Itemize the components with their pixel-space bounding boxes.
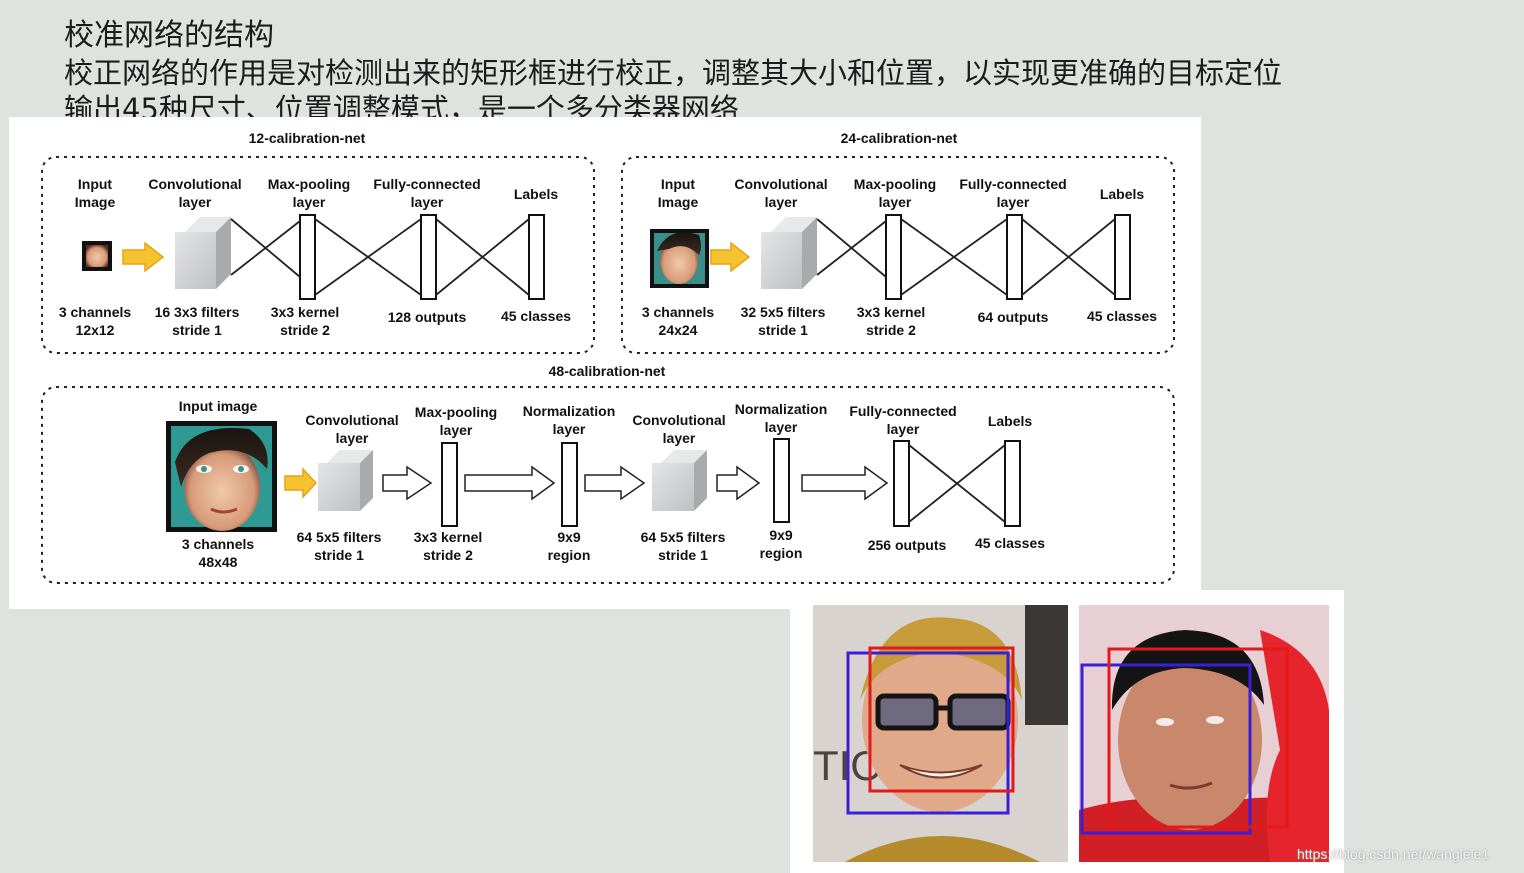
net12-labels-heading: Labels [514, 186, 559, 202]
net48-labels-layer [1004, 440, 1021, 527]
net48-block: 48-calibration-net Input image Convoluti… [41, 363, 1175, 584]
net48-connections [908, 444, 1006, 523]
net24-conv-cube [761, 217, 817, 289]
net24-fc-layer [1006, 214, 1023, 300]
example-photo-left: TIO [813, 605, 1068, 862]
net48-dashed-border [41, 386, 1175, 584]
net48-input-heading: Input image [179, 398, 258, 414]
net48-fc-layer [893, 440, 910, 527]
net48-norm2-layer [773, 438, 790, 523]
net48-arrow-to-norm1-icon [464, 465, 556, 501]
net48-labels-heading: Labels [988, 413, 1033, 429]
net12-conv-cube [175, 217, 231, 289]
right-calibrated-box [1107, 647, 1289, 829]
net48-conv2-cube [652, 450, 707, 511]
net48-arrow-to-norm2-icon [716, 465, 761, 501]
left-detected-box [846, 651, 1010, 815]
net48-arrow-icon [284, 467, 318, 499]
net12-labels-layer [528, 214, 545, 300]
watermark: https://blog.csdn.net/wanglele1 [1297, 846, 1490, 862]
net12-title: 12-calibration-net [249, 130, 366, 146]
net12-labels-caption: 45 classes [501, 308, 571, 324]
net48-input-portrait [166, 421, 277, 532]
net48-norm1-layer [561, 442, 578, 527]
net24-input-thumbnail [650, 229, 709, 288]
net12-connections [230, 218, 530, 296]
net12-fc-layer [420, 214, 437, 300]
net48-pool-layer [441, 442, 458, 527]
net24-arrow-icon [710, 241, 751, 273]
left-calibrated-box [868, 646, 1015, 793]
net48-fc-caption: 256 outputs [868, 537, 947, 553]
net48-arrow-to-conv2-icon [584, 465, 646, 501]
net24-pool-layer [885, 214, 902, 300]
calibration-example-photos: TIO [790, 590, 1344, 873]
net24-labels-caption: 45 classes [1087, 308, 1157, 324]
slide-title: 校准网络的结构 [64, 18, 274, 53]
net48-conv1-cube [318, 450, 373, 511]
net24-connections [816, 218, 1116, 296]
net24-labels-heading: Labels [1100, 186, 1145, 202]
net48-arrow-to-fc-icon [801, 465, 889, 501]
net48-arrow-to-pool-icon [382, 465, 433, 501]
net12-input-thumbnail [82, 241, 112, 271]
example-photo-right [1079, 605, 1329, 862]
net12-arrow-icon [122, 241, 165, 273]
net24-labels-layer [1114, 214, 1131, 300]
slide-description-line: 校正网络的作用是对检测出来的矩形框进行校正，调整其大小和位置，以实现更准确的目标… [64, 56, 1283, 90]
net12-pool-layer [299, 214, 316, 300]
net12-fc-caption: 128 outputs [388, 309, 467, 325]
net48-labels-caption: 45 classes [975, 535, 1045, 551]
right-detected-box [1080, 663, 1252, 835]
net48-title: 48-calibration-net [549, 363, 666, 379]
net24-fc-caption: 64 outputs [978, 309, 1049, 325]
net24-title: 24-calibration-net [841, 130, 958, 146]
